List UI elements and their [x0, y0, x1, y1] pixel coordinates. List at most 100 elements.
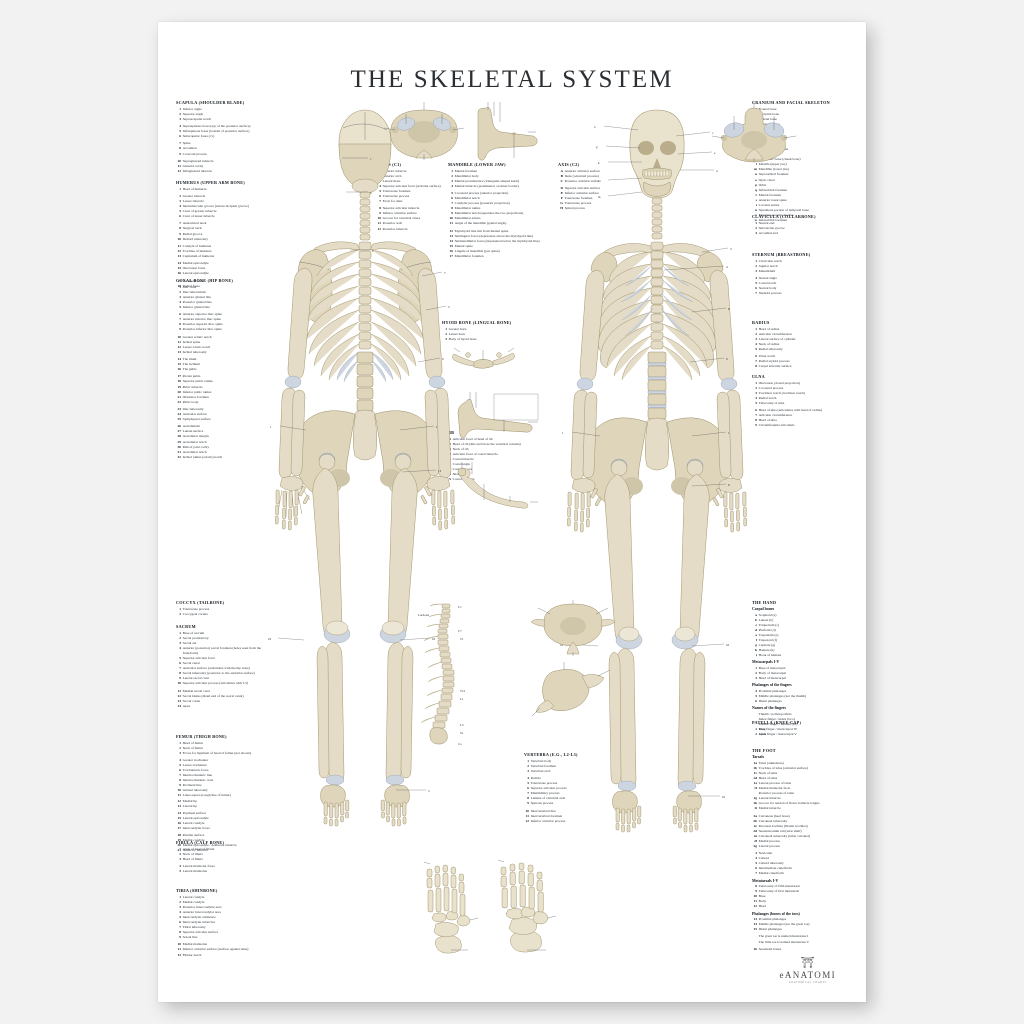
svg-text:16: 16 [726, 643, 730, 647]
section-title: COXAL BONE (HIP BONE) [176, 278, 234, 283]
label-item-number: f [755, 638, 757, 643]
label-item-number: 7 [755, 359, 757, 364]
label-item-number: 2f [754, 838, 757, 843]
label-item-number: 2 [755, 225, 757, 230]
label-item-number: 2 [179, 635, 181, 640]
label-item-number: 1 [755, 380, 757, 385]
label-item-text: Spinous process [530, 801, 554, 806]
section-title: HYOID BONE (LINGUAL BONE) [442, 320, 512, 325]
label-item-number: 32 [177, 454, 182, 459]
label-item-number: 10 [177, 158, 182, 163]
label-item-text: Radial styloid process [758, 359, 790, 364]
label-item-text: Radial groove [182, 231, 203, 236]
subsection-title: Metatarsals I-V [752, 878, 779, 883]
label-item-text: Coronal suture [758, 202, 780, 207]
label-item-number: 9 [451, 211, 453, 216]
label-item-number: 7 [755, 413, 757, 418]
label-item-text: Coronoid process (anterior projection) [454, 191, 509, 196]
label-item-number: 15 [177, 362, 182, 367]
label-item-number: 6 [179, 661, 181, 665]
label-item-number: 8 [755, 364, 757, 369]
label-item-text: Mandibular body [454, 173, 479, 178]
label-item-number: F [560, 196, 563, 201]
label-item-number: 6 [179, 312, 181, 317]
subsection-title: Tarsals [752, 755, 764, 760]
label-item-number: 17 [177, 374, 182, 379]
label-item-number: 7 [179, 317, 181, 322]
label-item-text: Trochanteric fossa [182, 768, 209, 773]
label-item-text: Mandibular notch (separates the two proj… [454, 211, 524, 216]
label-item-text: Peroneal trochlea (fibular trochlea) [758, 823, 808, 828]
svg-text:g: g [596, 145, 598, 149]
label-item-text: Radial fossa [182, 283, 200, 288]
svg-text:S1: S1 [460, 731, 464, 735]
label-item-text: Coronoid process [758, 385, 784, 390]
label-item-text: Orbit [758, 182, 766, 187]
label-item-text: Manubrium [758, 268, 776, 273]
section-title: VERTEBRA (E.G., L2-L3) [524, 752, 578, 757]
label-item-text: Ischial spine [182, 339, 201, 344]
label-item-text: Intercondylar tubercles [182, 919, 215, 924]
label-item-text: Posterior arch [382, 221, 403, 226]
label-item-text: Lateral condyle [182, 820, 205, 825]
label-item-text: Groove for vertebral artery [382, 216, 421, 221]
label-item-number: 2 [755, 671, 757, 675]
svg-text:m: m [598, 195, 601, 199]
label-item-number: 3 [755, 230, 757, 235]
label-item-number: 9 [755, 889, 757, 894]
label-item-text: Head of talus [758, 775, 778, 780]
label-item-number: 23 [177, 406, 182, 411]
label-item-text: Superior articular surface [182, 930, 219, 935]
label-item-text: Body of metacarpal [758, 671, 787, 675]
label-item-text: Surgical neck [182, 226, 202, 231]
label-item-text: Base [758, 894, 766, 899]
label-item-text: The great toe is named metatarsus I [758, 934, 809, 939]
label-item-text: Mandibular foramen [454, 254, 484, 258]
label-item-number: 2 [179, 851, 181, 856]
label-item-text: Lateral malleolus [182, 869, 207, 874]
label-item-text: The pubis [182, 367, 197, 372]
label-item-number: 18 [177, 833, 182, 838]
label-item-number: 1 [179, 186, 181, 191]
label-item-text: Superior articular process (articulates … [182, 681, 248, 686]
label-item-text: Gluteal tuberosity [182, 788, 208, 793]
label-item-number: 1b [753, 765, 757, 770]
rib-diagram [450, 462, 542, 509]
label-item-text: Inferior gluteal line [182, 304, 210, 309]
label-item-text: Base of metacarpal [758, 665, 786, 670]
label-item-number: 1 [755, 726, 757, 731]
label-item-text: Coracoid process [182, 151, 207, 156]
label-item: Posterior process of talus [752, 791, 848, 796]
